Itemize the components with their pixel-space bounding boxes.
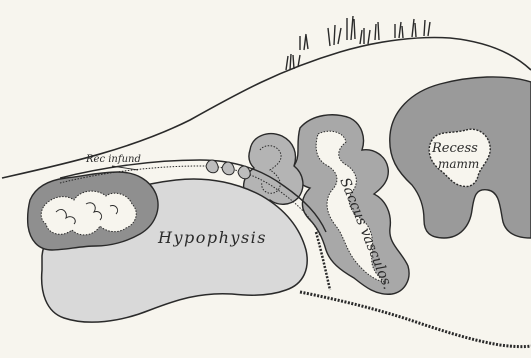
label-hypophysis: Hypophysis bbox=[157, 228, 267, 247]
label-rec-infund: Rec infund bbox=[85, 154, 141, 165]
label-recess-line2: mamm bbox=[438, 157, 479, 171]
chain-lower bbox=[300, 292, 531, 347]
fiber-tufts bbox=[286, 16, 430, 70]
stalk-bumps bbox=[206, 160, 250, 179]
label-recess-line1: Recess bbox=[431, 141, 478, 156]
rec-infund-leader bbox=[112, 166, 138, 170]
